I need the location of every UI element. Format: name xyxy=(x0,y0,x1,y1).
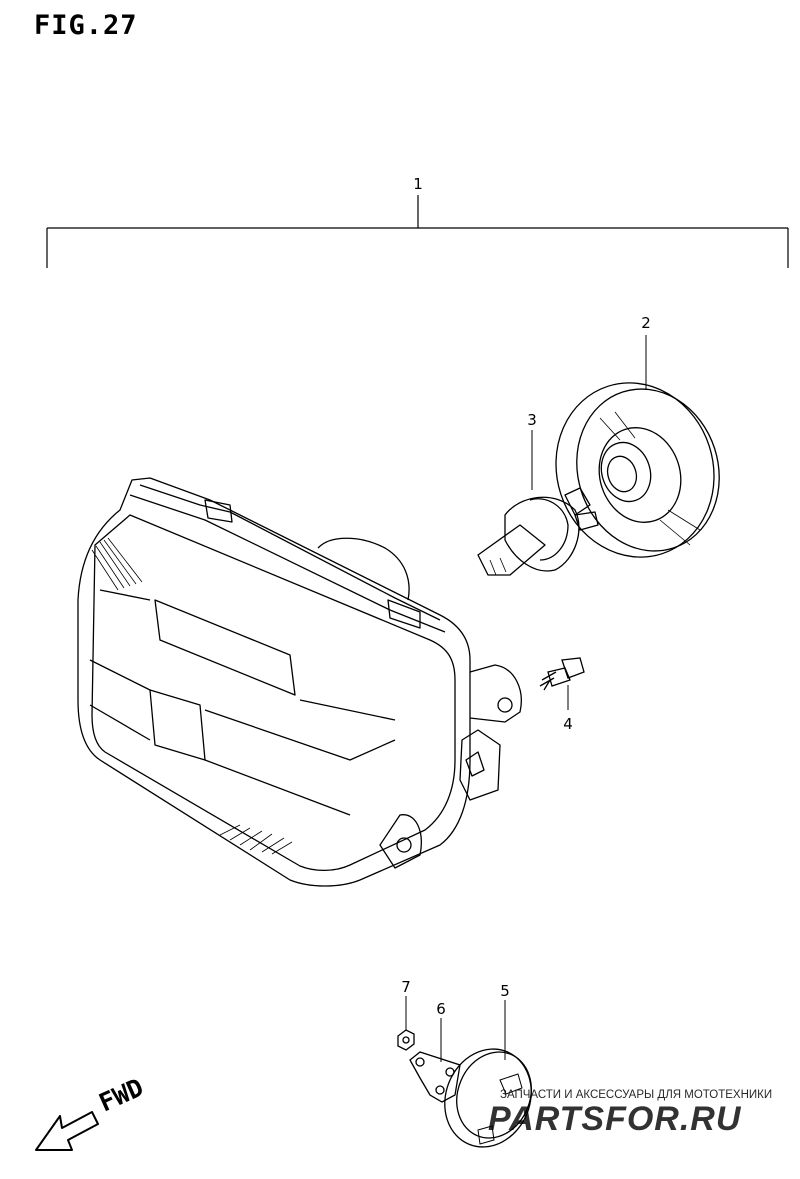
headlight-bulb xyxy=(477,487,599,576)
callout-4: 4 xyxy=(563,715,573,733)
figure-title: FIG.27 xyxy=(34,10,138,41)
bolt xyxy=(539,657,585,691)
callout-7: 7 xyxy=(401,978,411,996)
callout-leaders xyxy=(405,335,647,1062)
callout-6: 6 xyxy=(436,1000,446,1018)
mounting-bracket xyxy=(409,1051,461,1103)
watermark-brand: PARTSFOR.RU xyxy=(488,1100,742,1138)
bulb-socket-cover xyxy=(555,382,720,558)
fwd-label: FWD xyxy=(95,1073,148,1118)
assembly-bracket xyxy=(46,195,789,268)
callout-2: 2 xyxy=(641,314,651,332)
nut xyxy=(397,1029,415,1051)
forward-arrow-icon xyxy=(35,1111,99,1151)
round-cap xyxy=(444,1048,532,1148)
headlight-housing xyxy=(77,477,522,887)
callout-1: 1 xyxy=(413,175,423,193)
callout-3: 3 xyxy=(527,411,537,429)
watermark-tagline: ЗАПЧАСТИ И АКСЕССУАРЫ ДЛЯ МОТОТЕХНИКИ xyxy=(500,1089,772,1101)
callout-5: 5 xyxy=(500,982,510,1000)
